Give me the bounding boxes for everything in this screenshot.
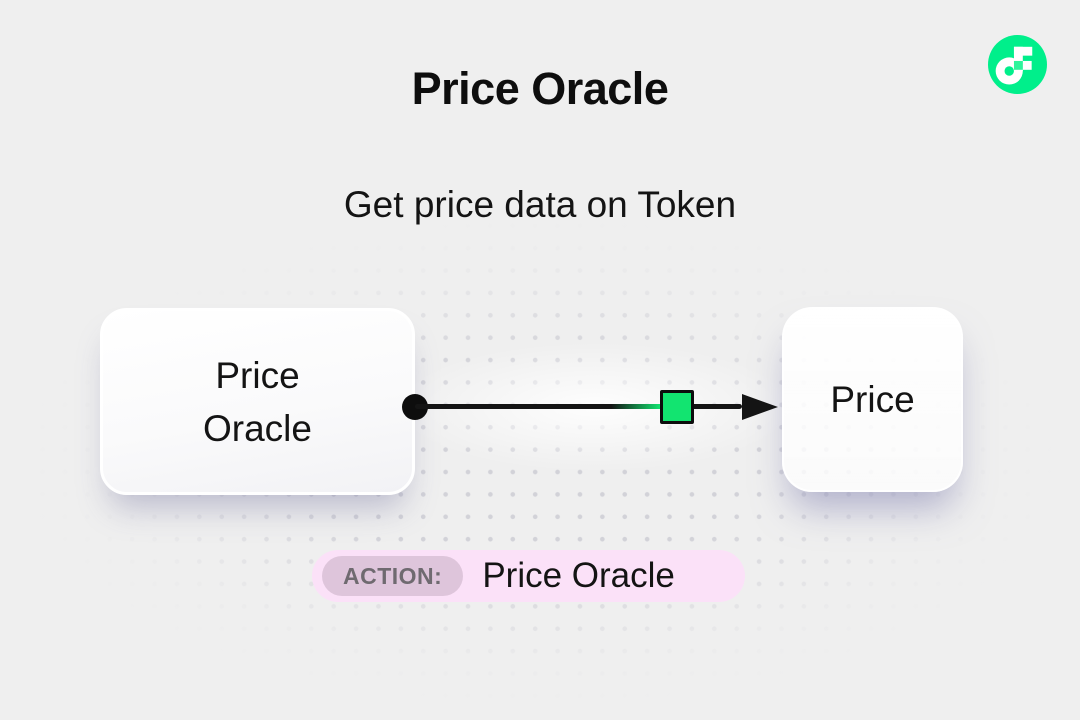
edge-glow bbox=[395, 342, 795, 472]
action-badge: ACTION: Price Oracle bbox=[312, 550, 745, 602]
action-badge-value: Price Oracle bbox=[482, 556, 675, 595]
action-badge-key: ACTION: bbox=[322, 556, 464, 596]
node-price: Price bbox=[782, 307, 963, 492]
page-subtitle: Get price data on Token bbox=[343, 184, 737, 225]
node-price-oracle: Price Oracle bbox=[100, 308, 415, 495]
flow-logo-icon bbox=[988, 35, 1047, 94]
node-price-label: Price bbox=[830, 378, 915, 420]
page-title: Price Oracle bbox=[411, 63, 669, 114]
node-price-oracle-label: Price Oracle bbox=[203, 354, 312, 449]
